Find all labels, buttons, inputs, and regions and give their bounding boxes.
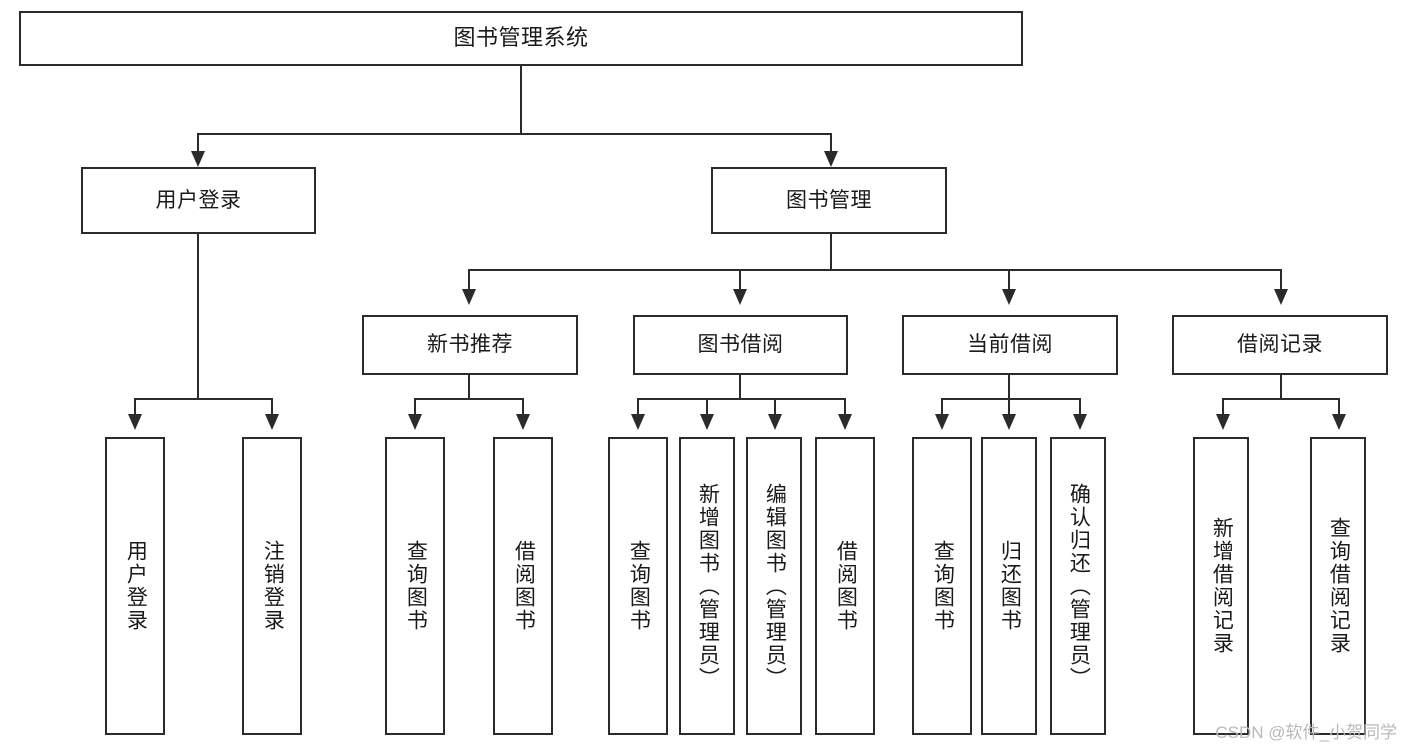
edge-drop-nbr-2 <box>522 398 524 416</box>
node-root-book-management-system[interactable]: 图书管理系统 <box>19 11 1023 66</box>
edge-borrow-record-stem <box>1280 375 1282 400</box>
edge-drop-cb-1 <box>941 398 943 416</box>
arrow-br-2 <box>1332 414 1346 430</box>
edge-drop-book-borrow <box>739 269 741 291</box>
node-label: 借阅图书 <box>512 540 536 632</box>
node-current-borrow[interactable]: 当前借阅 <box>902 315 1118 375</box>
node-label: 图书借阅 <box>697 333 784 357</box>
edge-drop-current-borrow <box>1008 269 1010 291</box>
edge-drop-book-management <box>830 133 832 153</box>
edge-drop-bb-2 <box>706 398 708 416</box>
node-label: 查询图书 <box>404 540 428 632</box>
node-label: 注销登录 <box>261 540 285 632</box>
edge-drop-bb-4 <box>844 398 846 416</box>
node-label: 查询借阅记录 <box>1327 517 1351 655</box>
arrow-new-book-recommend <box>462 289 476 305</box>
arrow-bb-1 <box>631 414 645 430</box>
edge-current-borrow-stem <box>1008 375 1010 400</box>
node-label: 查询图书 <box>627 540 651 632</box>
edge-bus-level1 <box>197 133 832 135</box>
node-label: 当前借阅 <box>967 333 1053 357</box>
edge-user-login-stem <box>197 234 199 400</box>
node-book-borrow[interactable]: 图书借阅 <box>633 315 848 375</box>
arrow-leaf-user-login-1 <box>128 414 142 430</box>
arrow-cb-1 <box>935 414 949 430</box>
arrow-nbr-1 <box>408 414 422 430</box>
node-user-login[interactable]: 用户登录 <box>81 167 316 234</box>
node-label: 归还图书 <box>998 540 1022 632</box>
arrow-borrow-record <box>1274 289 1288 305</box>
node-new-book-recommend[interactable]: 新书推荐 <box>362 315 578 375</box>
leaf-br-add-record[interactable]: 新增借阅记录 <box>1193 437 1249 735</box>
node-label: 图书管理 <box>786 188 872 212</box>
edge-bus-level3 <box>468 269 1282 271</box>
leaf-user-login-login[interactable]: 用户登录 <box>105 437 165 735</box>
node-label: 新增图书（管理员） <box>696 482 720 690</box>
edge-book-management-stem <box>830 234 832 270</box>
node-label: 图书管理系统 <box>453 25 589 51</box>
edge-drop-leaf-user-login-2 <box>271 398 273 416</box>
leaf-user-login-logout[interactable]: 注销登录 <box>242 437 302 735</box>
edge-book-borrow-stem <box>739 375 741 400</box>
edge-drop-cb-3 <box>1079 398 1081 416</box>
edge-drop-nbr-1 <box>414 398 416 416</box>
edge-bus-book-borrow <box>637 398 846 400</box>
arrow-book-management <box>824 151 838 167</box>
node-label: 借阅记录 <box>1237 333 1323 357</box>
node-label: 新增借阅记录 <box>1210 517 1234 655</box>
node-label: 用户登录 <box>155 188 242 212</box>
node-label: 确认归还（管理员） <box>1067 482 1091 690</box>
node-book-management[interactable]: 图书管理 <box>711 167 947 234</box>
edge-bus-new-book-recommend <box>414 398 524 400</box>
node-label: 编辑图书（管理员） <box>763 482 787 690</box>
edge-drop-borrow-record <box>1280 269 1282 291</box>
edge-drop-user-login <box>197 133 199 153</box>
leaf-cb-confirm-return-admin[interactable]: 确认归还（管理员） <box>1050 437 1106 735</box>
arrow-bb-3 <box>768 414 782 430</box>
edge-bus-borrow-record <box>1222 398 1340 400</box>
edge-drop-cb-2 <box>1008 398 1010 416</box>
leaf-bb-add-book-admin[interactable]: 新增图书（管理员） <box>679 437 735 735</box>
edge-drop-leaf-user-login-1 <box>134 398 136 416</box>
arrow-book-borrow <box>733 289 747 305</box>
arrow-br-1 <box>1216 414 1230 430</box>
arrow-leaf-user-login-2 <box>265 414 279 430</box>
edge-drop-br-2 <box>1338 398 1340 416</box>
arrow-user-login <box>191 151 205 167</box>
node-borrow-record[interactable]: 借阅记录 <box>1172 315 1388 375</box>
leaf-cb-query-books[interactable]: 查询图书 <box>912 437 972 735</box>
arrow-cb-3 <box>1073 414 1087 430</box>
leaf-cb-return-books[interactable]: 归还图书 <box>981 437 1037 735</box>
edge-drop-bb-3 <box>774 398 776 416</box>
edge-drop-bb-1 <box>637 398 639 416</box>
node-label: 查询图书 <box>931 540 955 632</box>
leaf-nbr-query-books[interactable]: 查询图书 <box>385 437 445 735</box>
leaf-nbr-borrow-books[interactable]: 借阅图书 <box>493 437 553 735</box>
csdn-watermark: CSDN @软件_小贺同学 <box>1215 723 1397 742</box>
arrow-current-borrow <box>1002 289 1016 305</box>
edge-new-book-recommend-stem <box>468 375 470 400</box>
arrow-cb-2 <box>1002 414 1016 430</box>
edge-bus-current-borrow <box>941 398 1081 400</box>
arrow-bb-4 <box>838 414 852 430</box>
node-label: 用户登录 <box>124 540 148 632</box>
arrow-nbr-2 <box>516 414 530 430</box>
node-label: 新书推荐 <box>427 333 513 357</box>
arrow-bb-2 <box>700 414 714 430</box>
edge-drop-new-book-recommend <box>468 269 470 291</box>
edge-root-stem <box>520 66 522 133</box>
leaf-br-query-record[interactable]: 查询借阅记录 <box>1310 437 1366 735</box>
leaf-bb-query-books[interactable]: 查询图书 <box>608 437 668 735</box>
leaf-bb-borrow-books[interactable]: 借阅图书 <box>815 437 875 735</box>
leaf-bb-edit-book-admin[interactable]: 编辑图书（管理员） <box>746 437 802 735</box>
edge-bus-user-login-leaves <box>134 398 272 400</box>
node-label: 借阅图书 <box>834 540 858 632</box>
edge-drop-br-1 <box>1222 398 1224 416</box>
